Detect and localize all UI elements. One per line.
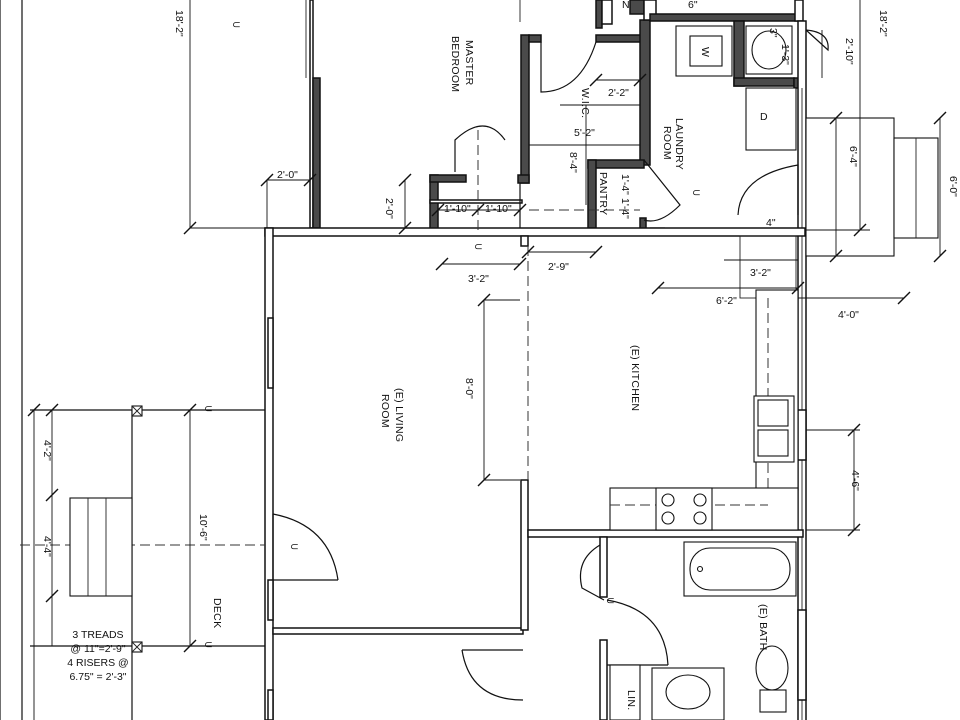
dim-2-9: 2'-9" xyxy=(548,261,569,273)
dim-4-4: 4'-4" xyxy=(41,536,53,557)
svg-text:⊂: ⊂ xyxy=(692,187,701,199)
dim-18-2-left: 18'-2" xyxy=(173,10,185,37)
dim-1-3: 1'-3" xyxy=(779,44,791,65)
stair-note: 3 TREADS @ 11"=2'-9" 4 RISERS @ 6.75" = … xyxy=(67,629,128,683)
dim-8-4: 8'-4" xyxy=(567,152,579,173)
svg-text:⊂: ⊂ xyxy=(290,541,299,553)
stair-note-line-1: 3 TREADS xyxy=(72,629,123,641)
dim-1-4-b: 1'-4" xyxy=(619,198,631,219)
dim-6-4: 6'-4" xyxy=(847,146,859,167)
dim-3-2-right: 3'-2" xyxy=(750,267,771,279)
bath-label: (E) BATH xyxy=(757,604,769,651)
svg-text:⊂: ⊂ xyxy=(606,595,615,607)
dim-3-in: 3" xyxy=(767,28,779,38)
dim-6-0: 6'-0" xyxy=(947,176,959,197)
laundry-label-2: ROOM xyxy=(661,126,673,160)
dim-2-10: 2'-10" xyxy=(843,38,855,65)
dim-4-in: 4" xyxy=(766,217,776,229)
deck-stairs xyxy=(69,497,133,597)
master-label-1: MASTER xyxy=(463,40,475,86)
living-label-1: (E) LIVING xyxy=(393,388,405,442)
svg-text:⊂: ⊂ xyxy=(204,403,213,415)
washer-label: W xyxy=(699,47,711,57)
lower-left-door xyxy=(461,649,524,701)
dim-2-0-top: 2'-0" xyxy=(277,169,298,181)
range-stove xyxy=(655,487,713,531)
svg-text:⊂: ⊂ xyxy=(204,639,213,651)
stair-note-line-2: @ 11"=2'-9" xyxy=(70,643,126,655)
pantry-label: PANTRY xyxy=(597,172,609,215)
exterior-landing xyxy=(805,117,939,257)
linen-label: LIN. xyxy=(625,690,637,710)
wic-walls xyxy=(528,0,804,233)
dim-4-0: 4'-0" xyxy=(838,309,859,321)
dim-top-frag-b: N xyxy=(622,0,630,11)
east-wall xyxy=(797,20,807,720)
toilet xyxy=(755,645,789,713)
deck-label: DECK xyxy=(211,598,223,628)
bathtub xyxy=(683,541,797,597)
dryer: D xyxy=(745,87,797,151)
dim-3-2-left: 3'-2" xyxy=(468,273,489,285)
bath-door xyxy=(579,544,669,666)
dim-5-2: 5'-2" xyxy=(574,127,595,139)
side-door xyxy=(805,29,829,52)
dryer-label: D xyxy=(760,111,768,123)
linen-closet xyxy=(609,664,641,720)
laundry-door xyxy=(737,164,799,216)
deck xyxy=(20,405,265,720)
dim-top-frag-a: 6" xyxy=(688,0,698,11)
stair-note-line-4: 6.75" = 2'-3" xyxy=(69,671,126,683)
dimension-labels: 18'-2" 18'-2" 2'-0" 2'-0" 1'-10" 1'-10" … xyxy=(41,0,959,557)
dim-1-10-a: 1'-10" xyxy=(444,203,471,215)
washer: W xyxy=(675,25,733,77)
dim-1-4-a: 1'-4" xyxy=(619,174,631,195)
master-label-2: BEDROOM xyxy=(449,36,461,92)
wic-label: W.I.C. xyxy=(579,88,591,118)
dim-4-2: 4'-2" xyxy=(41,440,53,461)
dim-1-10-b: 1'-10" xyxy=(485,203,512,215)
dim-4-6: 4'-6" xyxy=(849,470,861,491)
bath-sink xyxy=(651,667,725,720)
dim-6-2: 6'-2" xyxy=(716,295,737,307)
symbols: ⊂ ⊂ ⊂ ⊂ ⊂ ⊂ ⊂ xyxy=(204,19,701,651)
laundry-label-1: LAUNDRY xyxy=(673,118,685,170)
bedroom-walls xyxy=(305,0,530,231)
dim-2-2: 2'-2" xyxy=(608,87,629,99)
entry-door xyxy=(272,513,339,581)
wic-door xyxy=(540,41,597,93)
svg-text:⊂: ⊂ xyxy=(232,19,241,31)
utility-sink xyxy=(745,25,793,75)
closet-door xyxy=(454,125,506,230)
room-labels: MASTER BEDROOM W.I.C. LAUNDRY ROOM PANTR… xyxy=(211,36,769,710)
kitchen-label: (E) KITCHEN xyxy=(629,345,641,411)
svg-text:⊂: ⊂ xyxy=(474,241,483,253)
pantry-door xyxy=(643,159,681,222)
dim-2-0-side: 2'-0" xyxy=(383,198,395,219)
dim-18-2-right: 18'-2" xyxy=(877,10,889,37)
dim-10-6: 10'-6" xyxy=(197,514,209,541)
dim-8-0: 8'-0" xyxy=(463,378,475,399)
dimension-lines xyxy=(27,0,947,720)
stair-note-line-3: 4 RISERS @ xyxy=(67,657,128,669)
living-label-2: ROOM xyxy=(379,394,391,428)
